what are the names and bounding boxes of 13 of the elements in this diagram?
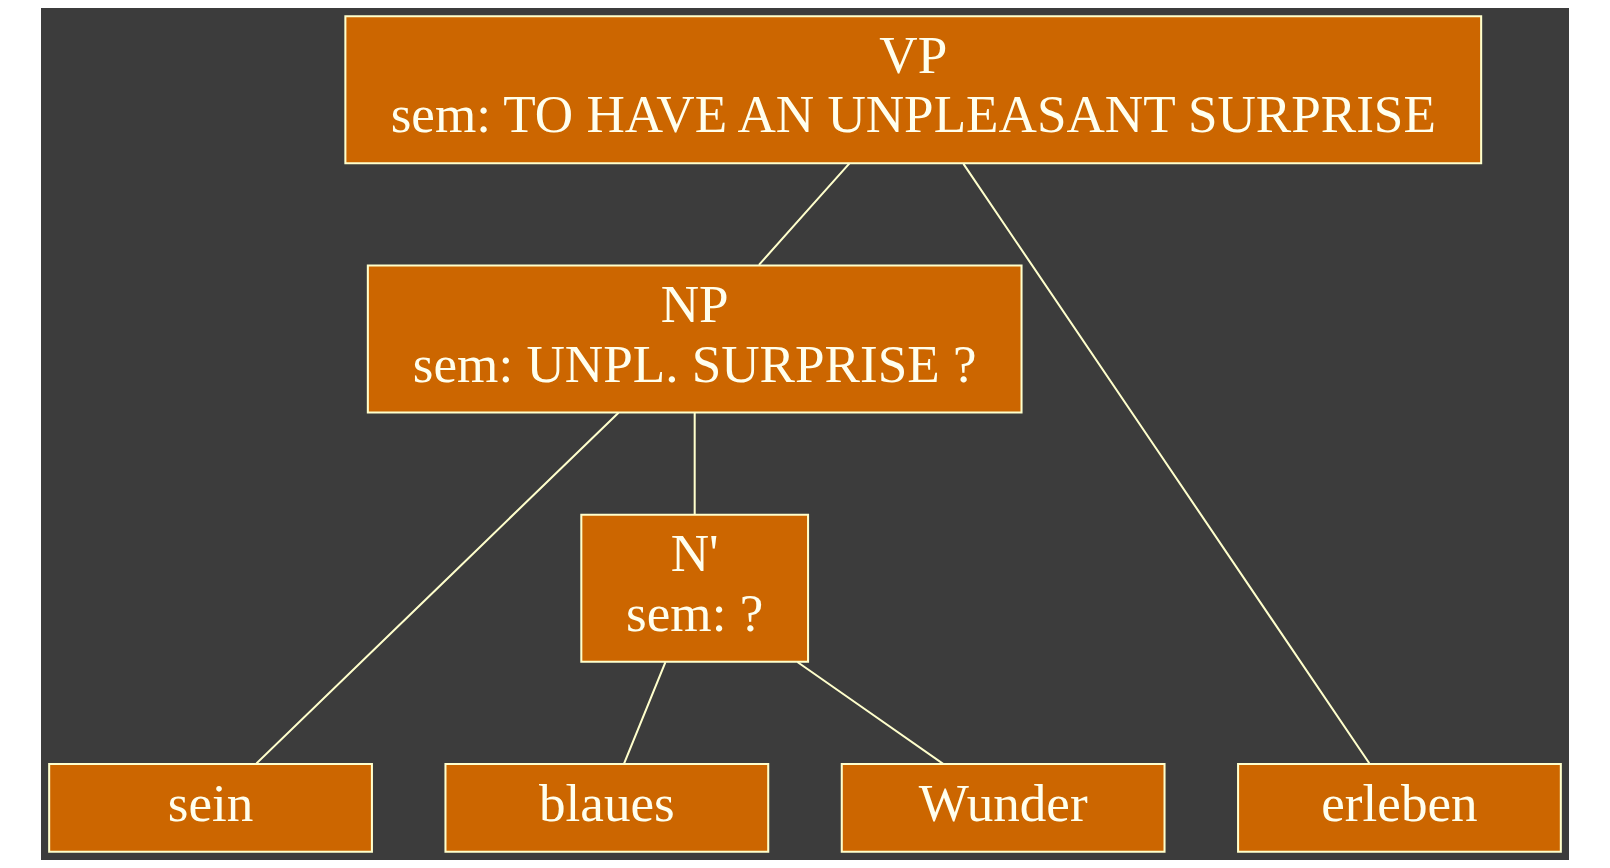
node-box: blaues	[444, 762, 770, 853]
connector	[962, 163, 1371, 764]
connector	[758, 162, 851, 266]
connector	[623, 661, 667, 765]
node-box: Wunder	[840, 762, 1166, 853]
connector	[693, 412, 696, 515]
node-box: NP sem: UNPL. SURPRISE ?	[366, 264, 1023, 414]
node-box: VP sem: TO HAVE AN UNPLEASANT SURPRISE	[344, 15, 1483, 165]
connector	[796, 661, 944, 765]
connector	[255, 412, 620, 765]
node-box: erleben	[1237, 762, 1562, 853]
node-box: sein	[48, 762, 373, 853]
node-box: N' sem: ?	[580, 513, 810, 663]
